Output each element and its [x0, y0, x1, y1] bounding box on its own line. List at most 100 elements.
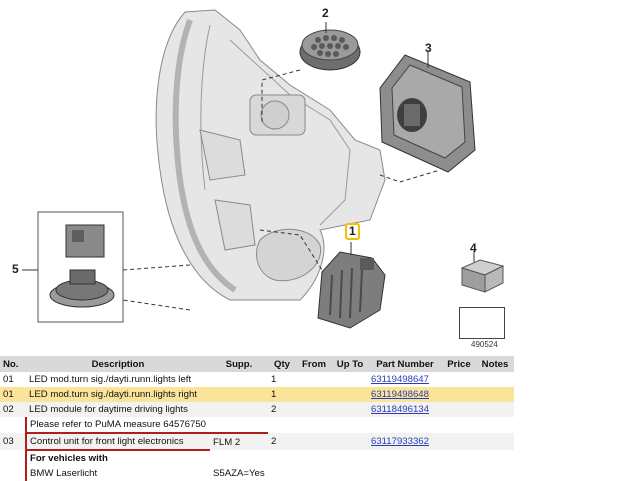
cell-up-to [332, 450, 368, 466]
cell-part-number: 63119498647 [368, 372, 442, 387]
cell-from [296, 417, 332, 433]
part-number-link[interactable]: 63119498647 [371, 374, 429, 385]
headlight-housing [155, 9, 386, 301]
col-header-description[interactable]: Description [26, 356, 210, 372]
cell-supp [210, 372, 268, 387]
part-5-inset [22, 211, 124, 323]
cell-description: BMW Laserlicht [25, 466, 210, 481]
cell-description: For vehicles with [25, 450, 210, 466]
cell-notes [476, 417, 514, 433]
cell-no [0, 466, 26, 481]
cell-description: LED mod.turn sig./dayti.runn.lights righ… [26, 387, 210, 402]
cell-notes [476, 387, 514, 402]
cell-qty: 2 [268, 402, 296, 417]
cell-no: 01 [0, 387, 26, 402]
table-row[interactable]: 01 LED mod.turn sig./dayti.runn.lights l… [0, 372, 514, 387]
cell-price [442, 466, 476, 481]
table-row[interactable]: 03 Control unit for front light electron… [0, 433, 514, 451]
cell-no [0, 417, 26, 433]
cell-no [0, 450, 26, 466]
cell-notes [476, 402, 514, 417]
cell-notes [476, 466, 514, 481]
cell-from [296, 387, 332, 402]
cell-description: Please refer to PuMA measure 64576750 [25, 417, 210, 434]
cell-supp [210, 417, 268, 434]
table-row[interactable]: 02 LED module for daytime driving lights… [0, 402, 514, 417]
cell-up-to [332, 433, 368, 450]
cell-from [296, 433, 332, 450]
table-header-row: No. Description Supp. Qty From Up To Par… [0, 356, 514, 372]
reference-box [459, 307, 505, 339]
cell-up-to [332, 387, 368, 402]
table-row-selected[interactable]: 01 LED mod.turn sig./dayti.runn.lights r… [0, 387, 514, 402]
cell-description: LED mod.turn sig./dayti.runn.lights left [29, 374, 192, 385]
col-header-no[interactable]: No. [0, 356, 26, 372]
part-number-link[interactable]: 63118496134 [371, 404, 429, 415]
cell-up-to [332, 417, 368, 433]
cell-part-number [368, 466, 442, 481]
cell-supp: FLM 2 [210, 433, 268, 450]
cell-from [296, 402, 332, 417]
cell-price [442, 433, 476, 450]
cell-up-to [332, 466, 368, 481]
col-header-from[interactable]: From [296, 356, 332, 372]
col-header-price[interactable]: Price [442, 356, 476, 372]
cell-supp [210, 402, 268, 417]
cell-part-number: 63119498648 [368, 387, 442, 402]
col-header-qty[interactable]: Qty [268, 356, 296, 372]
cell-from [296, 372, 332, 387]
cell-supp: S5AZA=Yes [213, 468, 265, 479]
table-row-note: BMW Laserlicht S5AZA=Yes [0, 466, 514, 481]
headlight-exploded-view [22, 9, 505, 331]
cell-notes [476, 372, 514, 387]
part-number-link[interactable]: 63117933362 [371, 436, 429, 447]
table-row-note: Please refer to PuMA measure 64576750 [0, 417, 514, 434]
col-header-supp[interactable]: Supp. [210, 356, 268, 372]
cell-price [442, 372, 476, 387]
part-1-led-turn-signal-module [317, 242, 386, 329]
image-reference-number: 490524 [471, 340, 498, 349]
cell-qty: 1 [268, 387, 296, 402]
cell-supp [210, 387, 268, 402]
cell-price [442, 417, 476, 433]
cell-up-to [332, 372, 368, 387]
cell-qty [268, 466, 296, 481]
cell-no: 01 [3, 374, 14, 385]
cell-up-to [332, 402, 368, 417]
cell-part-number [368, 417, 442, 433]
cell-from [296, 450, 332, 466]
parts-table: No. Description Supp. Qty From Up To Par… [0, 356, 515, 481]
cell-supp [210, 450, 268, 466]
cell-qty [268, 450, 296, 466]
col-header-part-number[interactable]: Part Number [368, 356, 442, 372]
col-header-notes[interactable]: Notes [476, 356, 514, 372]
cell-description: Control unit for front light electronics [25, 433, 210, 451]
callout-1[interactable]: 1 [345, 223, 360, 240]
part-number-link[interactable]: 63119498648 [371, 389, 429, 400]
part-4-box [460, 251, 505, 293]
callout-2[interactable]: 2 [322, 6, 329, 20]
cell-qty [268, 417, 296, 433]
parts-diagram: 2 3 1 4 5 490524 [12, 6, 505, 349]
callout-3[interactable]: 3 [425, 41, 432, 55]
cell-qty: 1 [271, 374, 277, 385]
cell-from [296, 466, 332, 481]
cell-description: LED module for daytime driving lights [26, 402, 210, 417]
cell-notes [476, 433, 514, 450]
table-row-note: For vehicles with [0, 450, 514, 466]
cell-no: 02 [0, 402, 26, 417]
cell-part-number: 63118496134 [368, 402, 442, 417]
part-3-control-unit [379, 52, 476, 173]
cell-price [442, 402, 476, 417]
callout-4[interactable]: 4 [470, 241, 477, 255]
col-header-up-to[interactable]: Up To [332, 356, 368, 372]
cell-no: 03 [0, 433, 26, 450]
cell-part-number: 63117933362 [368, 433, 442, 450]
cell-price [442, 450, 476, 466]
cell-qty: 2 [268, 433, 296, 450]
cell-price [442, 387, 476, 402]
leader-lines [122, 69, 441, 311]
cell-notes [476, 450, 514, 466]
cell-part-number [368, 450, 442, 466]
callout-5[interactable]: 5 [12, 262, 19, 276]
